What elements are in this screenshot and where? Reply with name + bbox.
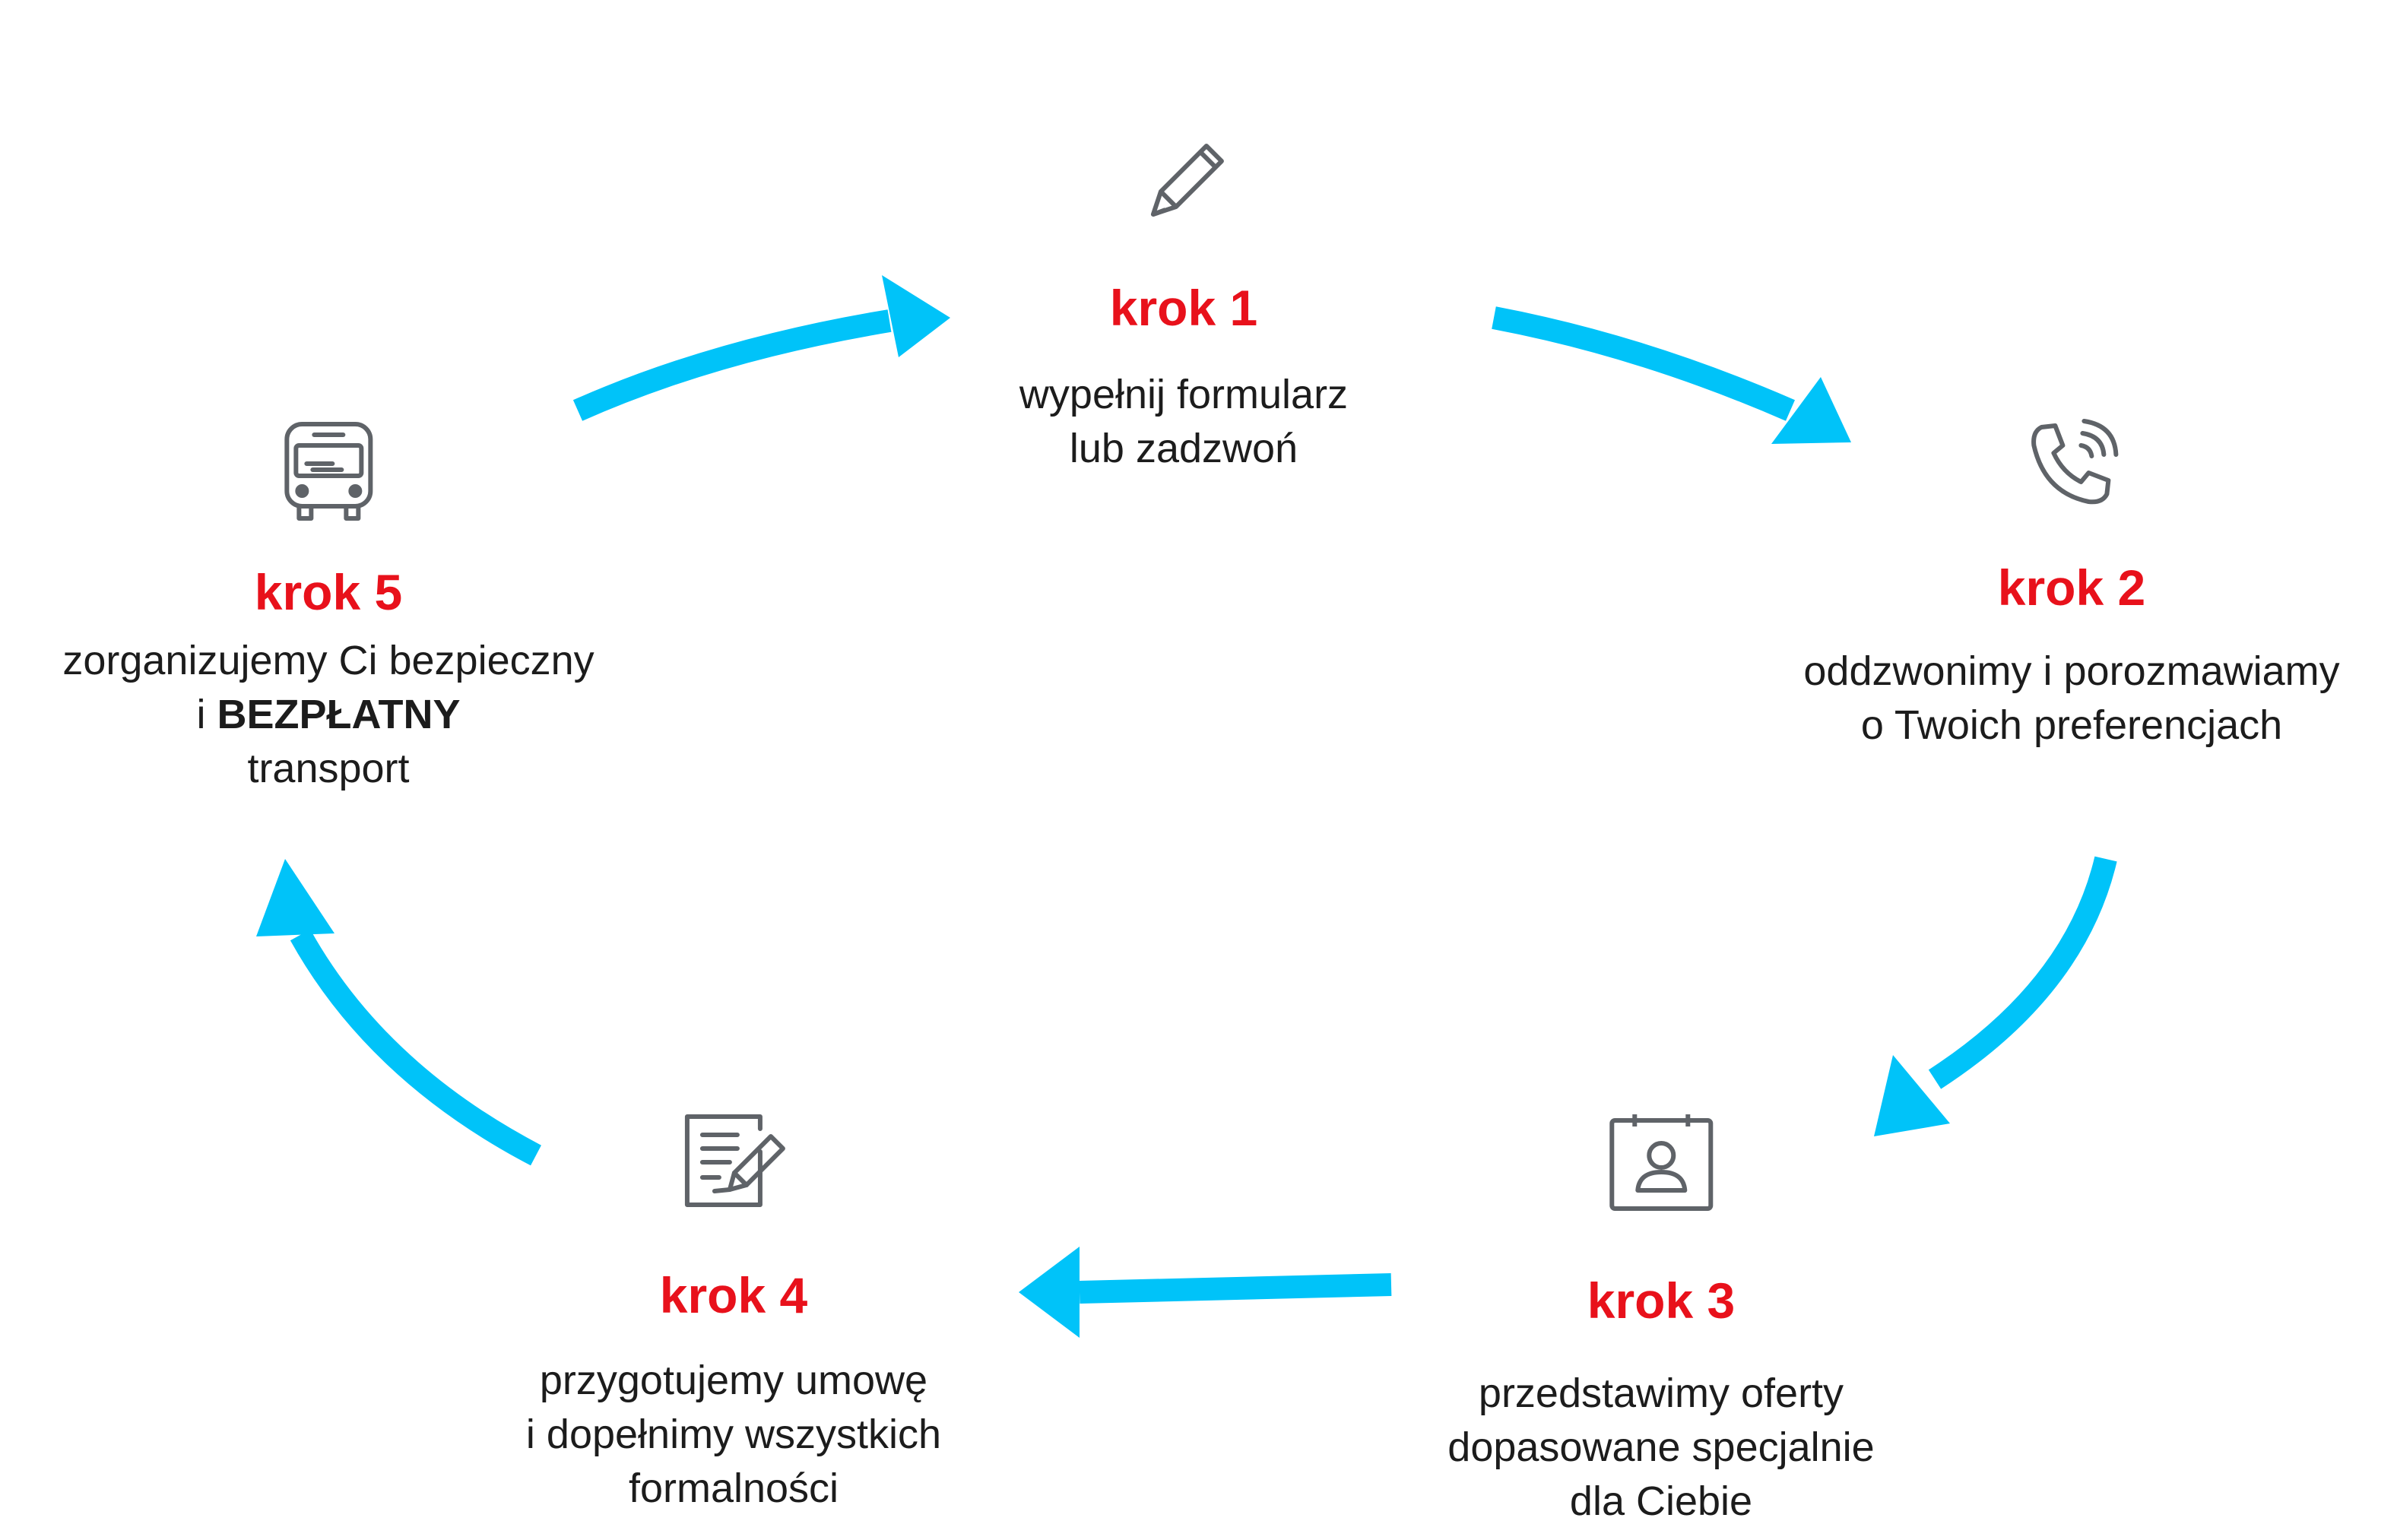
- arrow-step5-to-step1: [572, 309, 892, 421]
- step-2-line-1: oddzwonimy i porozmawiamy: [1803, 648, 2340, 694]
- arrow-head-step2: [1771, 377, 1851, 444]
- step-2-description: oddzwonimy i porozmawiamy o Twoich prefe…: [1803, 645, 2339, 753]
- step-5-line-3: transport: [247, 746, 410, 791]
- arrow-step3-to-step4: [1079, 1273, 1392, 1304]
- step-4-title: krok 4: [659, 1267, 808, 1323]
- arrow-step2-to-step3: [1928, 856, 2117, 1089]
- step-4-line-2: i dopełnimy wszystkich: [525, 1412, 942, 1457]
- step-1-description: wypełnij formularz lub zadzwoń: [1019, 368, 1348, 476]
- step-3-line-1: przedstawimy oferty: [1478, 1370, 1844, 1416]
- step-5-line-2: i BEZPŁATNY: [62, 688, 594, 742]
- bus-icon: [284, 422, 373, 521]
- step-5-description: zorganizujemy Ci bezpieczny i BEZPŁATNY …: [62, 634, 594, 796]
- step-3-line-3: dla Ciebie: [1569, 1478, 1753, 1524]
- step-1-title: krok 1: [1109, 280, 1258, 336]
- step-2-line-2: o Twoich preferencjach: [1860, 702, 2283, 748]
- step-2: krok 2 oddzwonimy i porozmawiamy o Twoic…: [1803, 410, 2340, 753]
- step-1-line-1: wypełnij formularz: [1019, 372, 1349, 417]
- step-4: krok 4 przygotujemy umowę i dopełnimy ws…: [526, 1106, 941, 1516]
- step-5-line-1: zorganizujemy Ci bezpieczny: [62, 638, 594, 683]
- step-4-line-1: przygotujemy umowę: [539, 1358, 928, 1403]
- step-5-free-label: BEZPŁATNY: [217, 692, 461, 737]
- step-5-title: krok 5: [254, 564, 403, 620]
- step-1-line-2: lub zadzwoń: [1069, 426, 1298, 471]
- pencil-icon: [1150, 144, 1224, 217]
- profile-card-icon: [1609, 1114, 1713, 1211]
- step-3-description: przedstawimy oferty dopasowane specjalni…: [1447, 1367, 1874, 1529]
- step-4-description: przygotujemy umowę i dopełnimy wszystkic…: [526, 1354, 941, 1516]
- arrow-head-step1: [882, 275, 950, 357]
- arrow-step4-to-step5: [290, 929, 541, 1166]
- arrow-head-step3: [1874, 1055, 1950, 1136]
- step-4-line-3: formalności: [628, 1466, 839, 1511]
- step-3-line-2: dopasowane specjalnie: [1447, 1424, 1875, 1470]
- step-5-line-2-prefix: i: [196, 692, 217, 737]
- arrow-head-step5: [256, 859, 335, 936]
- phone-call-icon: [2031, 419, 2118, 505]
- step-1: krok 1 wypełnij formularz lub zadzwoń: [1019, 129, 1348, 476]
- document-edit-icon: [684, 1114, 785, 1207]
- step-2-title: krok 2: [1997, 559, 2146, 616]
- step-3: krok 3 przedstawimy oferty dopasowane sp…: [1447, 1110, 1875, 1529]
- arrow-step1-to-step2: [1492, 306, 1795, 421]
- arrow-head-step4: [1019, 1247, 1080, 1338]
- step-3-title: krok 3: [1587, 1272, 1736, 1329]
- step-5: krok 5 zorganizujemy Ci bezpieczny i BEZ…: [62, 418, 594, 796]
